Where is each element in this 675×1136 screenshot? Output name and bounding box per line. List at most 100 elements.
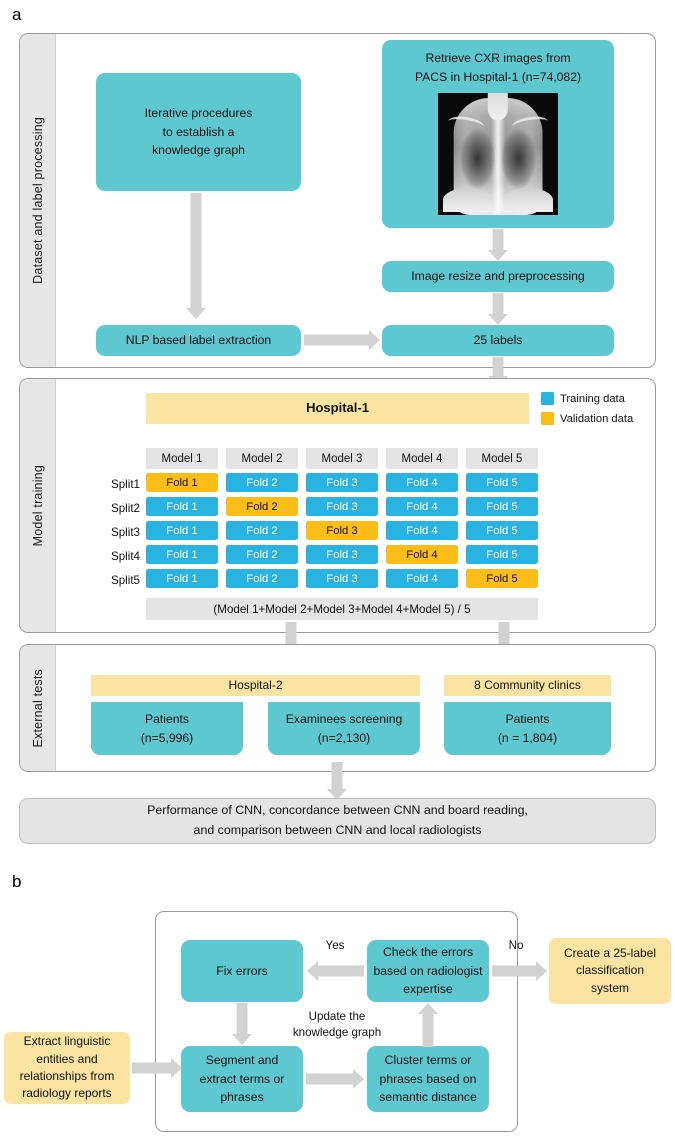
fold-cell-split1-model2: Fold 2 xyxy=(226,473,298,492)
cluster-line-3: semantic distance xyxy=(379,1090,477,1105)
fold-cell-label: Fold 1 xyxy=(166,572,198,585)
knowledge-graph-line-2: to establish a xyxy=(162,124,235,139)
fold-cell-split3-model2: Fold 2 xyxy=(226,521,298,540)
community-clinics-bar: 8 Community clinics xyxy=(444,675,611,696)
fix-errors-box: Fix errors xyxy=(181,940,303,1002)
fold-cell-split5-model2: Fold 2 xyxy=(226,569,298,588)
cohort-box-examinees-screening: Examinees screening (n=2,130) xyxy=(268,702,420,755)
fold-cell-label: Fold 2 xyxy=(246,500,278,513)
fold-cell-split5-model5: Fold 5 xyxy=(466,569,538,588)
create-line-2: classification xyxy=(575,963,645,978)
fold-cell-label: Fold 1 xyxy=(166,524,198,537)
legend-label-training: Training data xyxy=(560,392,625,405)
check-errors-box: Check the errors based on radiologist ex… xyxy=(367,940,489,1002)
yes-branch-text: Yes xyxy=(325,939,345,952)
fold-cell-split3-model3: Fold 3 xyxy=(306,521,378,540)
cohort-box-patients-hospital2: Patients (n=5,996) xyxy=(91,702,243,755)
legend-validation-data: Validation data xyxy=(541,412,633,425)
fold-cell-split5-model3: Fold 3 xyxy=(306,569,378,588)
fold-cell-split2-model4: Fold 4 xyxy=(386,497,458,516)
cohort-count-3: (n = 1,804) xyxy=(497,730,558,745)
summary-line-1: Performance of CNN, concordance between … xyxy=(147,803,528,818)
fold-cell-label: Fold 5 xyxy=(486,476,518,489)
cohort-title-3: Patients xyxy=(505,711,550,726)
community-clinics-label: 8 Community clinics xyxy=(474,677,581,692)
create-line-1: Create a 25-label xyxy=(563,945,657,960)
fold-cell-split3-model4: Fold 4 xyxy=(386,521,458,540)
knowledge-graph-line-3: knowledge graph xyxy=(152,143,245,158)
cohort-count-2: (n=2,130) xyxy=(317,730,371,745)
arrow-cluster-to-check xyxy=(417,1003,439,1047)
arrow-extract-to-segment xyxy=(132,1057,182,1079)
arrow-retrieve-to-preprocess xyxy=(487,229,509,261)
segment-line-2: extract terms or xyxy=(199,1071,285,1086)
labels-box: 25 labels xyxy=(382,325,614,356)
arrow-fix-to-segment xyxy=(231,1003,253,1045)
fold-cell-label: Fold 1 xyxy=(166,548,198,561)
fold-cell-split5-model4: Fold 4 xyxy=(386,569,458,588)
extract-line-2: entities and xyxy=(36,1051,98,1066)
fold-cell-label: Fold 3 xyxy=(326,548,358,561)
panel-letter-a: a xyxy=(12,5,22,24)
preprocess-label: Image resize and preprocessing xyxy=(411,269,585,284)
no-branch-text: No xyxy=(508,939,524,952)
fold-cell-label: Fold 3 xyxy=(326,524,358,537)
arrow-knowledge-to-nlp xyxy=(185,193,207,319)
legend-training-data: Training data xyxy=(541,392,625,405)
fold-cell-split4-model3: Fold 3 xyxy=(306,545,378,564)
fold-cell-split4-model4: Fold 4 xyxy=(386,545,458,564)
model-header-4: Model 4 xyxy=(386,448,458,469)
fold-cell-label: Fold 2 xyxy=(246,476,278,489)
split-label-4-text: Split4 xyxy=(110,550,140,563)
fold-cell-label: Fold 5 xyxy=(486,524,518,537)
fold-cell-label: Fold 1 xyxy=(166,476,198,489)
model-header-5-label: Model 5 xyxy=(481,452,523,465)
model-header-3-label: Model 3 xyxy=(321,452,363,465)
summary-line-2: and comparison between CNN and local rad… xyxy=(193,823,482,837)
model-header-5: Model 5 xyxy=(466,448,538,469)
extract-line-1: Extract linguistic xyxy=(23,1034,111,1049)
hospital2-label: Hospital-2 xyxy=(228,677,283,692)
fold-cell-label: Fold 4 xyxy=(406,548,438,561)
rail-label-model-training: Model training xyxy=(30,464,45,547)
extract-line-3: relationships from xyxy=(19,1069,115,1083)
arrow-check-to-create xyxy=(492,960,547,982)
extract-line-4: radiology reports xyxy=(22,1086,112,1101)
knowledge-graph-loop-container xyxy=(155,911,518,1132)
no-branch-label: No xyxy=(498,938,534,954)
retrieve-cxr-line-1: Retrieve CXR images from xyxy=(425,51,571,65)
split-label-5-text: Split5 xyxy=(110,574,140,587)
fold-cell-label: Fold 4 xyxy=(406,572,438,585)
fold-cell-split1-model4: Fold 4 xyxy=(386,473,458,492)
update-line-2: knowledge graph xyxy=(292,1025,382,1039)
fold-cell-label: Fold 5 xyxy=(486,572,518,585)
fold-cell-label: Fold 2 xyxy=(246,572,278,585)
split-label-2: Split2 xyxy=(100,499,140,518)
fold-cell-label: Fold 3 xyxy=(326,476,358,489)
create-line-3: system xyxy=(590,980,629,995)
split-label-3: Split3 xyxy=(100,523,140,542)
model-header-2-label: Model 2 xyxy=(241,452,283,465)
fix-errors-label: Fix errors xyxy=(216,963,268,978)
fold-cell-split2-model3: Fold 3 xyxy=(306,497,378,516)
arrow-preprocess-to-labels xyxy=(487,293,509,325)
fold-cell-split2-model2: Fold 2 xyxy=(226,497,298,516)
update-line-1: Update the xyxy=(308,1010,366,1023)
cluster-terms-box: Cluster terms or phrases based on semant… xyxy=(367,1046,489,1112)
cluster-line-2: phrases based on xyxy=(379,1071,477,1086)
hospital2-bar: Hospital-2 xyxy=(91,675,420,696)
extract-entities-box: Extract linguistic entities and relation… xyxy=(4,1032,130,1104)
check-line-3: expertise xyxy=(403,982,453,997)
fold-cell-split2-model5: Fold 5 xyxy=(466,497,538,516)
fold-cell-split2-model1: Fold 1 xyxy=(146,497,218,516)
fold-cell-label: Fold 2 xyxy=(246,524,278,537)
fold-cell-label: Fold 5 xyxy=(486,500,518,513)
fold-cell-split4-model5: Fold 5 xyxy=(466,545,538,564)
cohort-count-1: (n=5,996) xyxy=(140,730,194,745)
chest-xray-thumbnail xyxy=(438,92,558,215)
cluster-line-1: Cluster terms or xyxy=(384,1052,472,1067)
legend-label-validation: Validation data xyxy=(560,412,634,425)
ensemble-average-bar: (Model 1+Model 2+Model 3+Model 4+Model 5… xyxy=(146,598,538,620)
stage-rail-model-training: Model training xyxy=(20,379,56,632)
ensemble-average-label: (Model 1+Model 2+Model 3+Model 4+Model 5… xyxy=(213,602,471,616)
